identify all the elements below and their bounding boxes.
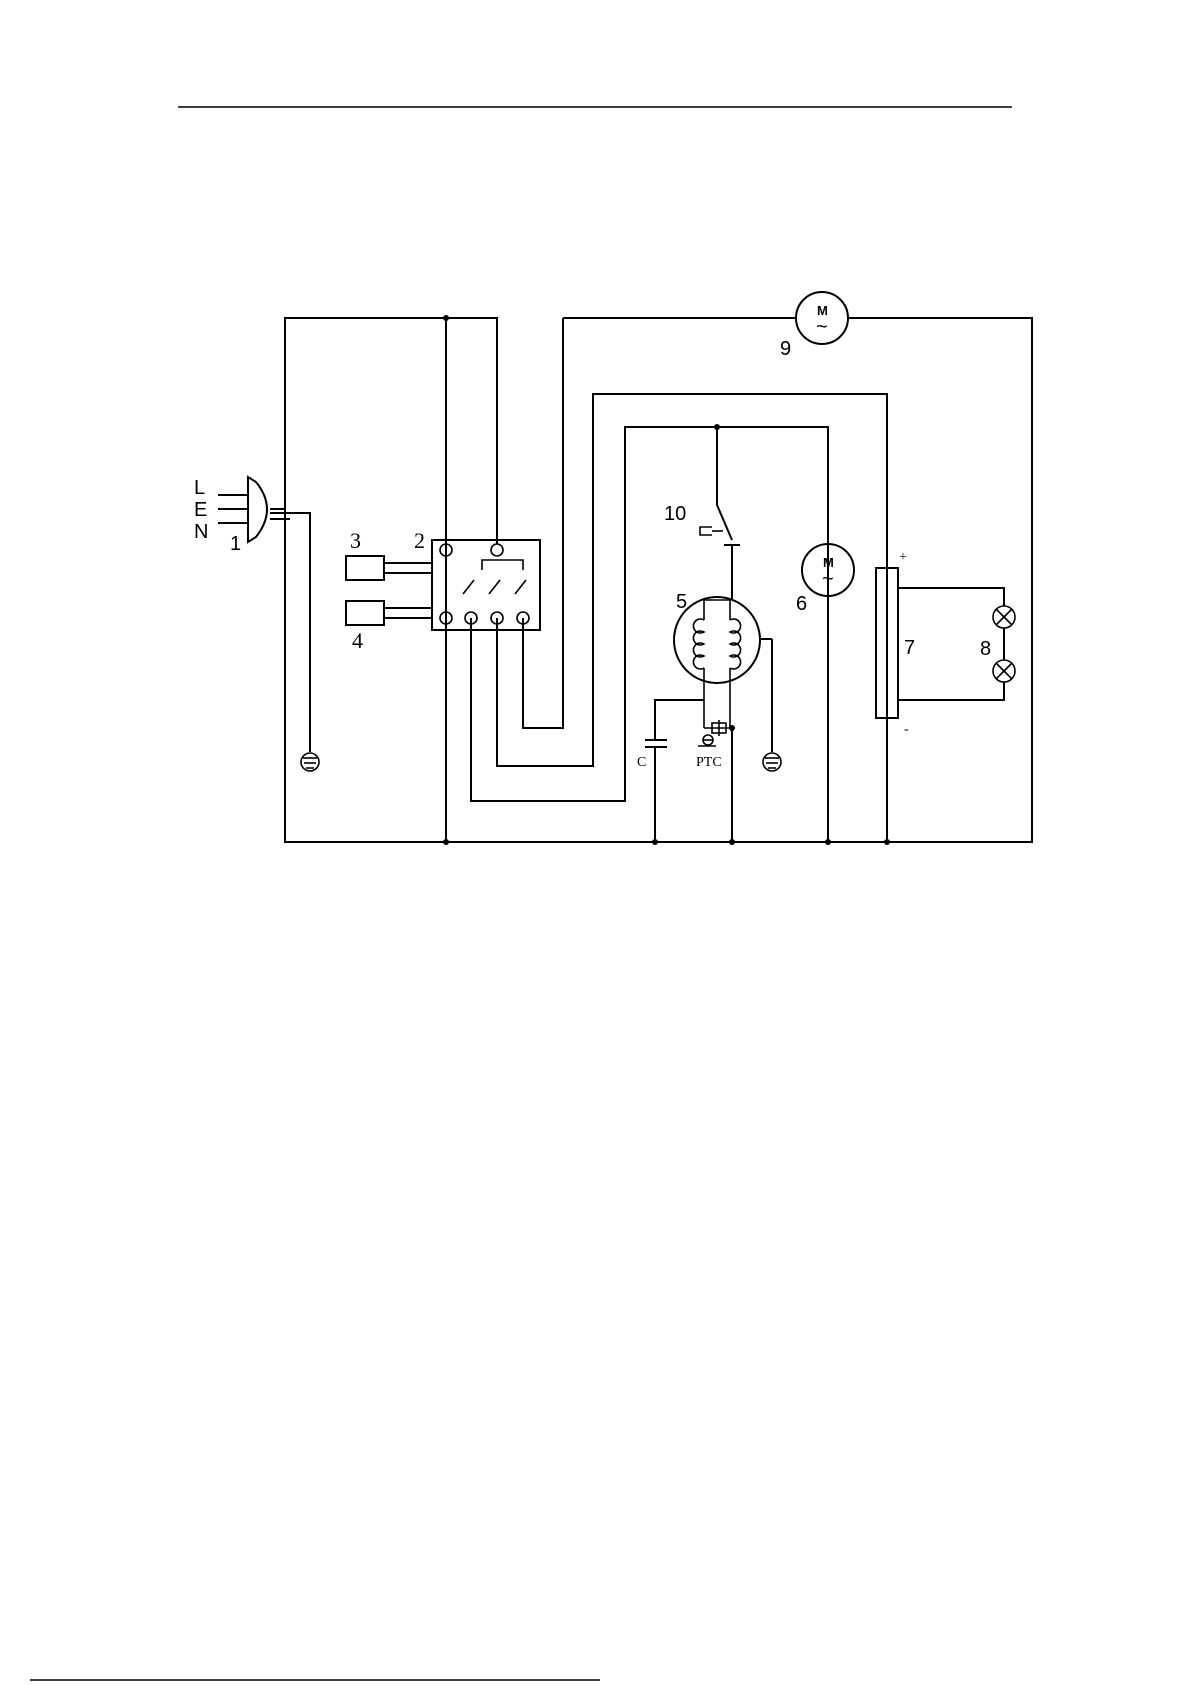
label-8: 8 — [980, 638, 991, 660]
plug-label-l: L — [194, 477, 205, 499]
plug-label-e: E — [194, 499, 207, 521]
component-4: 4 — [346, 601, 432, 653]
lamp-icon — [993, 660, 1015, 682]
fan-motor-6: M ~ 6 — [796, 544, 854, 615]
label-5: 5 — [676, 591, 687, 613]
fan-motor-9: M ~ 9 — [780, 292, 848, 360]
label-3: 3 — [350, 528, 361, 553]
earth-icon — [301, 753, 319, 771]
label-6: 6 — [796, 593, 807, 615]
compressor: 5 — [674, 591, 760, 842]
ptc-label: PTC — [696, 755, 722, 770]
label-2: 2 — [414, 528, 425, 553]
power-plug: L E N 1 — [194, 477, 285, 555]
label-9: 9 — [780, 338, 791, 360]
minus-label: - — [904, 722, 909, 737]
earth-icon — [761, 639, 781, 771]
motor-6-ac: ~ — [822, 568, 834, 590]
label-4: 4 — [352, 628, 363, 653]
plus-label: + — [899, 550, 907, 565]
lamp-icon — [993, 606, 1015, 628]
label-1: 1 — [230, 533, 241, 555]
thermostat-switch: 10 — [664, 503, 740, 600]
relay-block: 2 — [414, 528, 540, 630]
label-10: 10 — [664, 503, 686, 525]
plug-label-n: N — [194, 521, 208, 543]
capacitor: C — [637, 700, 704, 842]
motor-9-ac: ~ — [816, 316, 828, 338]
capacitor-label: C — [637, 755, 646, 770]
label-7: 7 — [904, 637, 915, 659]
